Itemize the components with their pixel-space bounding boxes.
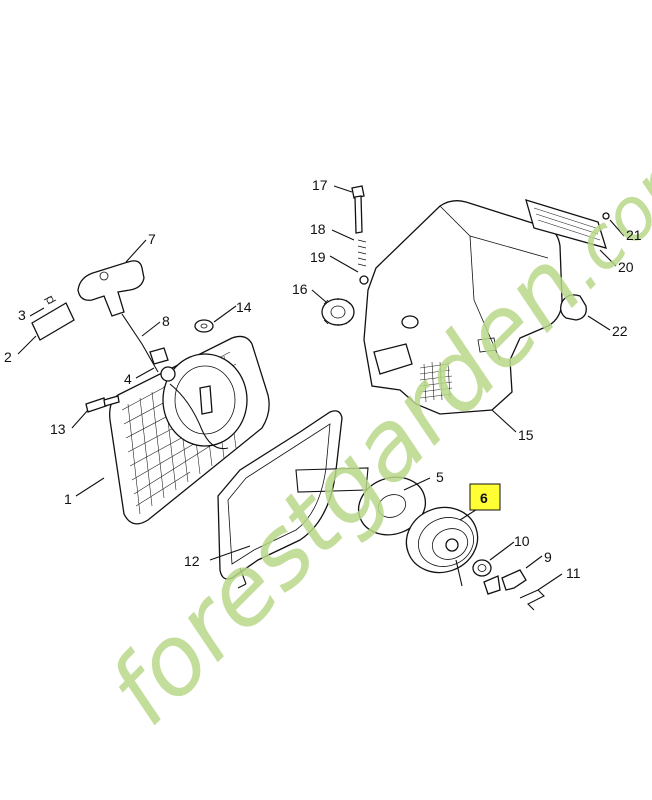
- callout-21[interactable]: 21: [626, 227, 642, 243]
- callout-16[interactable]: 16: [292, 281, 308, 297]
- part-fan-housing: [109, 335, 270, 525]
- callout-14[interactable]: 14: [236, 299, 252, 315]
- part-ring: [472, 559, 492, 577]
- part-spring-clip: [519, 589, 545, 611]
- part-small-cover: [560, 294, 587, 321]
- part-rope-rotor: [405, 506, 479, 587]
- part-rope: [121, 313, 229, 450]
- part-plate: [31, 295, 75, 341]
- part-pawl: [483, 569, 527, 595]
- callout-15[interactable]: 15: [518, 427, 534, 443]
- part-starter-grip: [77, 260, 145, 317]
- callout-10[interactable]: 10: [514, 533, 530, 549]
- part-washer: [194, 319, 214, 333]
- callout-19[interactable]: 19: [310, 249, 326, 265]
- callout-17[interactable]: 17: [312, 177, 328, 193]
- callout-labels: 1 2 3 4 5 6 7 8 9 10 11 12 13 14 15 16 1…: [4, 177, 642, 581]
- callout-9[interactable]: 9: [544, 549, 552, 565]
- callout-3[interactable]: 3: [18, 307, 26, 323]
- part-label-plate: [525, 199, 610, 249]
- part-spring-disc: [357, 476, 427, 536]
- callout-20[interactable]: 20: [618, 259, 634, 275]
- callout-18[interactable]: 18: [310, 221, 326, 237]
- callout-1[interactable]: 1: [64, 491, 72, 507]
- callout-22[interactable]: 22: [612, 323, 628, 339]
- callout-2[interactable]: 2: [4, 349, 12, 365]
- highlight-box: [469, 483, 501, 511]
- part-shroud: [363, 200, 563, 415]
- callout-13[interactable]: 13: [50, 421, 66, 437]
- callout-8[interactable]: 8: [162, 313, 170, 329]
- shroud-vents: [419, 361, 453, 403]
- part-screw-assembly: [351, 185, 369, 285]
- part-knob: [321, 298, 355, 326]
- callout-4[interactable]: 4: [124, 371, 132, 387]
- part-bolt: [85, 395, 120, 413]
- callout-7[interactable]: 7: [148, 231, 156, 247]
- callout-5[interactable]: 5: [436, 469, 444, 485]
- callout-6[interactable]: 6: [480, 490, 488, 506]
- leader-lines: [17, 185, 625, 591]
- callout-12[interactable]: 12: [184, 553, 200, 569]
- callout-11[interactable]: 11: [566, 565, 581, 581]
